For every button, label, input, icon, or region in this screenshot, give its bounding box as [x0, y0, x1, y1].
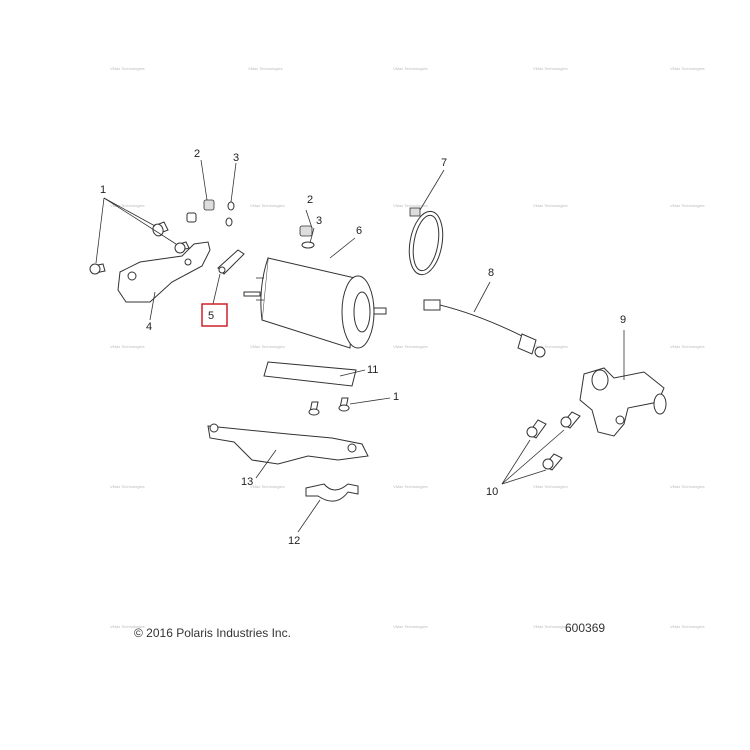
callout-2: 2 [194, 148, 200, 160]
terminal-5[interactable] [217, 249, 245, 275]
watermark: VMax Technologies [110, 624, 145, 629]
callout-13: 13 [241, 476, 253, 488]
hose-clamp[interactable] [405, 207, 448, 277]
callout-1-lower: 1 [393, 391, 399, 403]
watermark: VMax Technologies [533, 66, 568, 71]
copyright-text: © 2016 Polaris Industries Inc. [134, 626, 291, 640]
watermark: VMax Technologies [393, 624, 428, 629]
watermark: VMax Technologies [533, 484, 568, 489]
watermark: VMax Technologies [533, 624, 568, 629]
watermark: VMax Technologies [533, 344, 568, 349]
watermark: VMax Technologies [248, 66, 283, 71]
watermark: VMax Technologies [533, 203, 568, 208]
callout-3-motor: 3 [316, 215, 322, 227]
highlight-box [201, 303, 228, 327]
watermark: VMax Technologies [110, 203, 145, 208]
washer-3-upper[interactable] [225, 201, 235, 227]
watermark: VMax Technologies [393, 203, 428, 208]
callout-4: 4 [146, 321, 152, 333]
bolt-group-10[interactable] [526, 411, 581, 471]
starter-bracket[interactable] [117, 241, 211, 303]
callout-9: 9 [620, 314, 626, 326]
mount-plate[interactable] [207, 423, 369, 465]
watermark: VMax Technologies [393, 344, 428, 349]
starter-drive[interactable] [579, 367, 667, 437]
bolt-group-1[interactable] [89, 221, 190, 275]
watermark: VMax Technologies [393, 66, 428, 71]
watermark: VMax Technologies [250, 203, 285, 208]
callout-labels: 1 2 3 4 5 2 3 6 7 8 9 11 1 13 12 10 [100, 148, 626, 547]
washer-3-motor[interactable] [301, 241, 315, 249]
insulator-pad[interactable] [263, 361, 357, 387]
callout-7: 7 [441, 157, 447, 169]
callout-12: 12 [288, 535, 300, 547]
nut-2-upper[interactable] [186, 199, 215, 223]
callout-6: 6 [356, 225, 362, 237]
watermark: VMax Technologies [110, 66, 145, 71]
watermark: VMax Technologies [670, 344, 705, 349]
callout-5[interactable]: 5 [208, 310, 214, 322]
starter-motor[interactable] [243, 257, 387, 349]
watermark: VMax Technologies [670, 624, 705, 629]
watermark: VMax Technologies [670, 66, 705, 71]
watermark: VMax Technologies [110, 484, 145, 489]
callout-3: 3 [233, 152, 239, 164]
watermark-layer: VMax Technologies VMax Technologies VMax… [110, 66, 705, 629]
watermark: VMax Technologies [250, 344, 285, 349]
callout-11: 11 [367, 364, 378, 376]
watermark: VMax Technologies [110, 344, 145, 349]
watermark: VMax Technologies [670, 203, 705, 208]
callout-1: 1 [100, 184, 106, 196]
bolt-group-1-lower[interactable] [308, 397, 350, 416]
callout-8: 8 [488, 267, 494, 279]
callout-10: 10 [486, 486, 498, 498]
watermark: VMax Technologies [670, 484, 705, 489]
nut-2-motor[interactable] [299, 225, 313, 237]
motor-strap[interactable] [305, 483, 359, 502]
wire-harness[interactable] [423, 299, 546, 358]
watermark: VMax Technologies [393, 484, 428, 489]
callout-2-motor: 2 [307, 194, 313, 206]
drawing-number: 600369 [565, 621, 605, 635]
watermark: VMax Technologies [250, 484, 285, 489]
